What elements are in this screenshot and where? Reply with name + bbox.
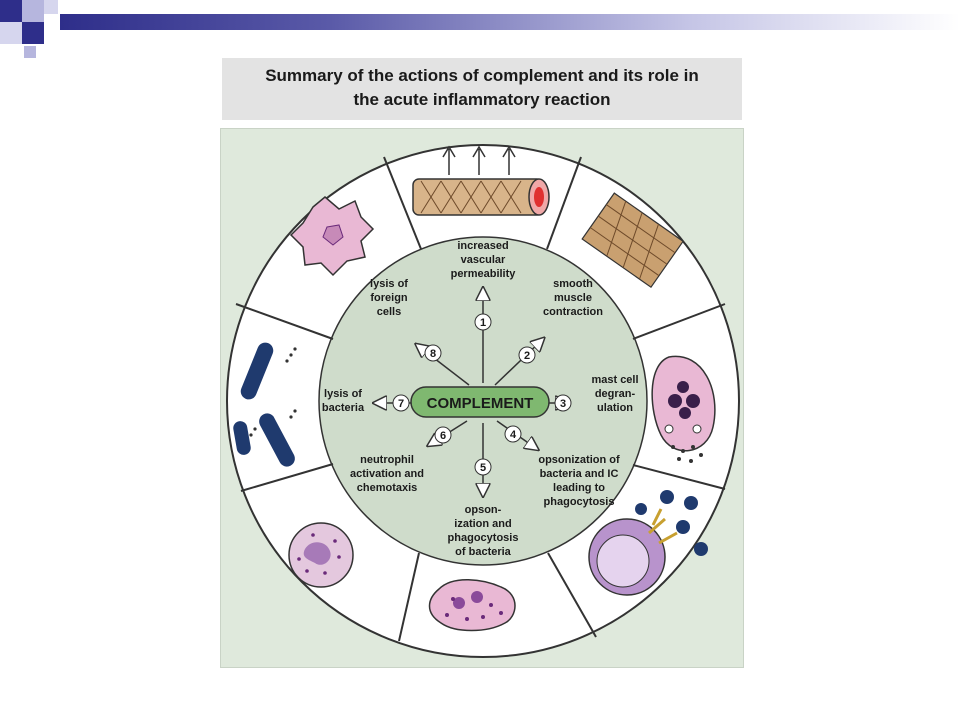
action-1-line-3: permeability [451, 268, 517, 280]
action-8-line-3: cells [377, 306, 401, 318]
phagocyte-bacteria-icon [588, 490, 708, 596]
foreign-cell-icon [289, 196, 375, 277]
step-number-8: 8 [430, 348, 436, 360]
step-number-2: 2 [524, 350, 530, 362]
step-number-6: 6 [440, 430, 446, 442]
mast-cell-icon [651, 355, 716, 463]
title-line-2: the acute inflammatory reaction [353, 90, 611, 109]
step-numbers: 1 2 3 4 5 6 7 8 [392, 313, 572, 476]
neutrophil-icon [288, 522, 354, 588]
action-8-line-2: foreign [370, 292, 408, 304]
title-line-1: Summary of the actions of complement and… [265, 66, 699, 85]
step-number-7: 7 [398, 398, 404, 410]
action-7-line-2: bacteria [322, 402, 365, 414]
action-1-line-2: vascular [461, 254, 506, 266]
step-number-1: 1 [480, 317, 486, 329]
sector-dividers [235, 156, 726, 642]
complement-wheel: COMPLEMENT 1 2 3 4 5 6 7 8 increased vas… [226, 144, 740, 658]
action-5-line-1: opson- [465, 504, 502, 516]
action-2-line-2: muscle [554, 292, 592, 304]
complement-node [410, 386, 550, 418]
complement-label: COMPLEMENT [427, 395, 534, 412]
action-labels: increased vascular permeability smooth m… [322, 240, 639, 558]
step-number-3: 3 [560, 398, 566, 410]
action-3-line-3: ulation [597, 402, 633, 414]
action-8-line-1: lysis of [370, 278, 408, 290]
action-2-line-1: smooth [553, 278, 593, 290]
action-6-line-2: activation and [350, 468, 424, 480]
header-rule [60, 14, 960, 30]
vessel-icon [412, 145, 550, 216]
action-2-line-3: contraction [543, 306, 603, 318]
action-5-line-4: of bacteria [455, 546, 512, 558]
action-4-line-1: opsonization of [538, 454, 620, 466]
step-number-5: 5 [480, 462, 486, 474]
action-6-line-3: chemotaxis [357, 482, 418, 494]
action-7-line-1: lysis of [324, 388, 362, 400]
figure-title: Summary of the actions of complement and… [222, 58, 742, 120]
bacteria-icon [233, 342, 297, 467]
diagram-panel: COMPLEMENT 1 2 3 4 5 6 7 8 increased vas… [220, 128, 744, 668]
action-1-line-1: increased [457, 240, 508, 252]
action-4-line-2: bacteria and IC [540, 468, 619, 480]
action-6-line-1: neutrophil [360, 454, 414, 466]
action-5-line-2: ization and [454, 518, 511, 530]
action-3-line-1: mast cell [591, 374, 638, 386]
step-number-4: 4 [510, 429, 517, 441]
corner-decoration [0, 0, 80, 60]
action-4-line-3: leading to [553, 482, 605, 494]
macrophage-icon [428, 579, 516, 632]
action-4-line-4: phagocytosis [544, 496, 615, 508]
smooth-muscle-icon [581, 192, 684, 289]
action-3-line-2: degran- [595, 388, 636, 400]
action-5-line-3: phagocytosis [448, 532, 519, 544]
